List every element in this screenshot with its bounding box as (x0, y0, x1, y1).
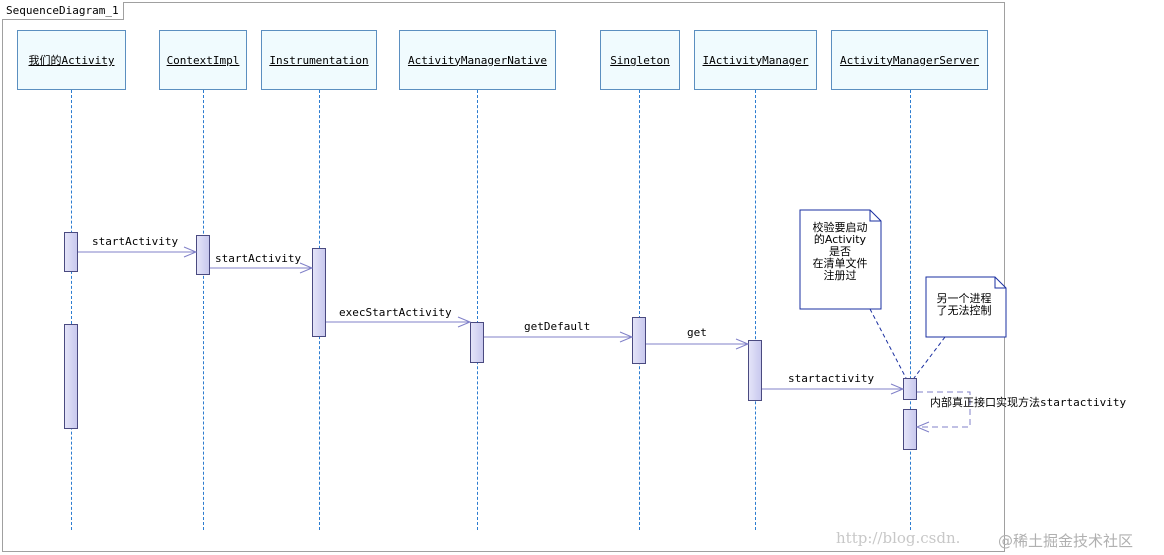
lifeline-head-instrumentation[interactable]: Instrumentation (261, 30, 377, 90)
lifeline-activitymanagernative (477, 90, 478, 530)
activation-activity-2[interactable] (64, 324, 78, 429)
lifeline-head-activitymanagerserver[interactable]: ActivityManagerServer (831, 30, 988, 90)
message-label-1: startActivity (92, 235, 179, 248)
lifeline-head-contextimpl[interactable]: ContextImpl (159, 30, 247, 90)
activation-iactivitymanager[interactable] (748, 340, 762, 401)
message-label-self: 内部真正接口实现方法startactivity (930, 396, 1127, 409)
lifeline-head-activitymanagernative[interactable]: ActivityManagerNative (399, 30, 556, 90)
activation-instrumentation[interactable] (312, 248, 326, 337)
activation-contextimpl[interactable] (196, 235, 210, 275)
message-label-5: get (687, 326, 707, 339)
lifeline-head-activity[interactable]: 我们的Activity (17, 30, 126, 90)
lifeline-activitymanagerserver (910, 90, 911, 530)
watermark-url: http://blog.csdn. (836, 529, 961, 547)
activation-ams-1[interactable] (903, 378, 917, 400)
message-label-6: startactivity (788, 372, 875, 385)
activation-activitymanagernative[interactable] (470, 322, 484, 363)
message-label-3: execStartActivity (339, 306, 452, 319)
note-text-2: 另一个进程 了无法控制 (936, 292, 992, 317)
activation-activity-1[interactable] (64, 232, 78, 272)
lifeline-head-iactivitymanager[interactable]: IActivityManager (694, 30, 817, 90)
lifeline-iactivitymanager (755, 90, 756, 530)
lifeline-contextimpl (203, 90, 204, 530)
lifeline-head-singleton[interactable]: Singleton (600, 30, 680, 90)
note-text-1: 校验要启动 的Activity 是否 在清单文件 注册过 (812, 221, 868, 282)
lifeline-activity (71, 90, 72, 530)
frame-title: SequenceDiagram_1 (2, 2, 124, 20)
activation-singleton[interactable] (632, 317, 646, 364)
message-label-2: startActivity (215, 252, 302, 265)
lifeline-singleton (639, 90, 640, 530)
message-label-4: getDefault (524, 320, 591, 333)
watermark-site: @稀土掘金技术社区 (998, 532, 1134, 550)
activation-ams-2[interactable] (903, 409, 917, 450)
